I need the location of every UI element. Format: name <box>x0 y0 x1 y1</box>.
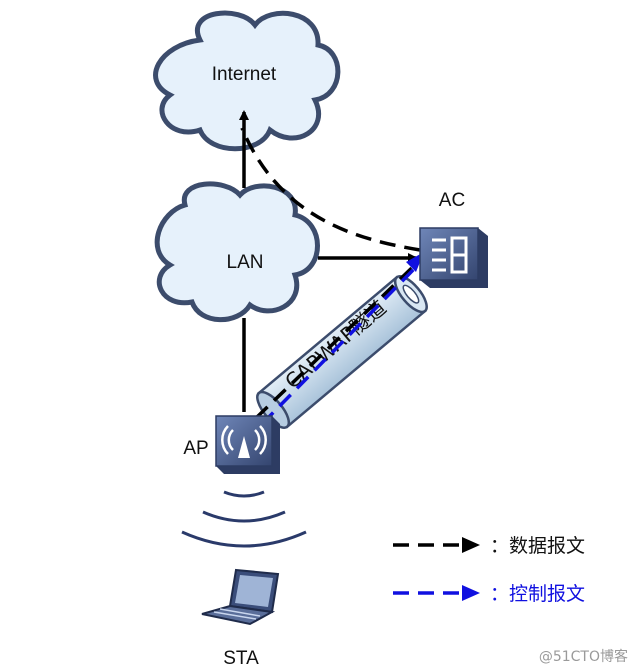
sta-label: STA <box>223 648 259 669</box>
wifi-icon <box>221 425 267 458</box>
internet-cloud: Internet <box>153 10 341 152</box>
physical-links <box>239 110 418 412</box>
ap-device: AP <box>183 415 280 474</box>
legend: ：数据报文 ：控制报文 <box>393 535 585 605</box>
internet-label: Internet <box>212 64 277 85</box>
wireless-signal <box>181 490 307 548</box>
ac-device: AC <box>419 190 488 288</box>
legend-control-label: ：控制报文 <box>490 583 585 605</box>
legend-data-label: ：数据报文 <box>490 535 585 557</box>
sta-laptop: STA <box>201 568 280 669</box>
ac-icon <box>432 236 468 274</box>
data-packet-path <box>240 127 421 420</box>
ac-label: AC <box>439 190 465 211</box>
ap-label: AP <box>183 438 208 459</box>
legend-data-packet: ：数据报文 <box>393 535 585 557</box>
signal-arc-small <box>223 490 265 498</box>
signal-arc-large <box>181 530 307 548</box>
lan-cloud: LAN <box>154 181 320 323</box>
lan-label: LAN <box>227 252 264 273</box>
signal-arc-medium <box>202 510 286 523</box>
watermark: @51CTO博客 <box>539 648 628 665</box>
legend-control-packet: ：控制报文 <box>393 583 585 605</box>
